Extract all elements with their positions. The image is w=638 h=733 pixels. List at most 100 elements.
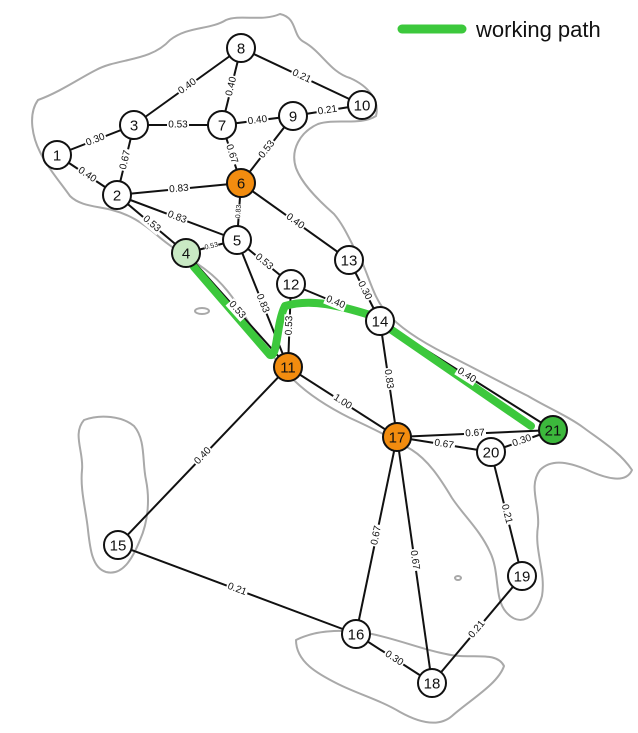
edge-label-7-9: 0.40	[245, 113, 270, 128]
edge-label-bg	[222, 141, 241, 167]
edge-label-2-3: 0.67	[117, 148, 134, 172]
edge-label-17-21: 0.67	[463, 427, 487, 440]
node-5: 5	[222, 225, 252, 255]
edge-label-bg	[167, 182, 191, 196]
node-label-6: 6	[237, 176, 245, 193]
node-12: 12	[276, 269, 306, 299]
edge-weight-8-7: 0.40	[224, 75, 239, 97]
edge-label-12-11: 0.53	[283, 314, 296, 337]
edge-label-9-10: 0.21	[315, 103, 340, 118]
edge-label-bg	[315, 103, 340, 118]
edge-weight-15-16: 0.21	[226, 581, 248, 598]
edge-weight-17-21: 0.67	[465, 428, 485, 440]
island-elba	[194, 307, 210, 315]
node-circle-1	[42, 140, 72, 170]
node-circle-2	[102, 180, 132, 210]
node-label-5: 5	[233, 233, 241, 250]
edge-label-bg	[283, 314, 296, 337]
working-path-layer	[190, 263, 535, 430]
legend: working path	[397, 17, 601, 42]
edge-label-17-18: 0.67	[407, 548, 422, 572]
node-circle-12	[276, 269, 306, 299]
node-label-4: 4	[182, 246, 190, 263]
node-circle-4	[171, 238, 201, 268]
node-circle-3	[119, 110, 149, 140]
edge-label-15-16: 0.21	[224, 580, 250, 599]
node-circle-7	[207, 110, 237, 140]
edge-label-bg	[225, 298, 249, 322]
node-circle-21	[538, 415, 568, 445]
node-circle-18	[417, 668, 447, 698]
node-18: 18	[417, 668, 447, 698]
node-label-2: 2	[113, 188, 121, 205]
edge-weight-3-7: 0.53	[168, 120, 188, 131]
edge-label-3-7: 0.53	[167, 119, 189, 131]
edge-label-bg	[203, 240, 220, 253]
edge-label-bg	[83, 130, 108, 150]
edge-label-17-20: 0.67	[432, 437, 456, 452]
node-1: 1	[42, 140, 72, 170]
node-15: 15	[103, 530, 133, 560]
node-label-3: 3	[130, 118, 138, 135]
node-circle-16	[341, 619, 371, 649]
sicily-outline	[295, 629, 505, 724]
edge-label-bg	[117, 148, 134, 172]
edge-weight-7-9: 0.40	[247, 114, 268, 127]
edge-label-bg	[381, 367, 396, 391]
edge-label-bg	[255, 137, 279, 162]
node-circle-19	[507, 561, 537, 591]
node-21: 21	[538, 415, 568, 445]
sardinia-outline	[77, 415, 149, 574]
edge-label-bg	[289, 66, 314, 87]
node-label-8: 8	[237, 41, 245, 58]
edge-label-bg	[175, 75, 200, 98]
edge-label-bg	[251, 250, 277, 274]
working-path-line	[190, 263, 535, 430]
node-label-14: 14	[372, 314, 389, 331]
edge-label-bg	[323, 293, 348, 312]
island-capri	[454, 575, 462, 581]
node-11: 11	[273, 352, 303, 382]
node-7: 7	[207, 110, 237, 140]
edge-label-bg	[498, 501, 515, 527]
node-circle-11	[273, 352, 303, 382]
node-14: 14	[365, 306, 395, 336]
edge-weight-17-20: 0.67	[434, 438, 455, 452]
edge-weight-17-16: 0.67	[369, 524, 384, 546]
node-label-20: 20	[483, 445, 500, 462]
node-17: 17	[382, 422, 412, 452]
node-circle-9	[278, 101, 308, 131]
node-label-18: 18	[424, 676, 441, 693]
edge-weight-9-10: 0.21	[317, 103, 338, 117]
node-3: 3	[119, 110, 149, 140]
edge-weight-14-17: 0.83	[382, 369, 396, 390]
node-circle-6	[226, 168, 256, 198]
node-label-7: 7	[218, 118, 226, 135]
italy-map-outline	[31, 13, 633, 724]
edge-label-bg	[167, 119, 189, 131]
node-16: 16	[341, 619, 371, 649]
legend-label: working path	[475, 17, 601, 42]
node-6: 6	[226, 168, 256, 198]
edge-weight-2-6: 0.83	[169, 183, 190, 196]
edge-label-bg	[282, 210, 308, 233]
node-circle-17	[382, 422, 412, 452]
edge-label-8-7: 0.40	[223, 74, 240, 99]
edge-label-bg	[234, 204, 244, 219]
node-label-9: 9	[289, 109, 297, 126]
node-label-1: 1	[53, 148, 61, 165]
edge-label-bg	[164, 208, 190, 227]
node-label-17: 17	[389, 430, 406, 447]
edge-weight-4-5: 0.53	[204, 241, 219, 251]
node-circle-8	[226, 33, 256, 63]
edge-label-bg	[381, 647, 407, 670]
edge-label-14-17: 0.83	[381, 367, 396, 391]
edge-label-bg	[354, 278, 375, 303]
edge-label-bg	[407, 548, 422, 572]
node-circle-10	[347, 90, 377, 120]
edge-label-bg	[224, 580, 250, 599]
node-9: 9	[278, 101, 308, 131]
node-label-10: 10	[354, 98, 371, 115]
